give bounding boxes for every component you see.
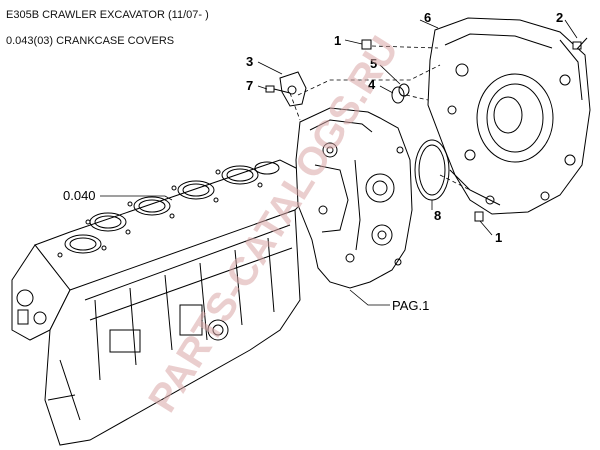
deck-bolt-holes	[57, 169, 263, 258]
callout-6: 6	[424, 10, 431, 25]
callout-4: 4	[368, 77, 376, 92]
cylinder-bores	[64, 161, 280, 254]
diagram-title: E305B CRAWLER EXCAVATOR (11/07- )	[6, 9, 209, 21]
plug-4	[391, 86, 405, 104]
block-side-ribs	[47, 224, 293, 421]
plug-1-top	[361, 39, 372, 50]
timing-cover-drawing	[295, 107, 413, 289]
callout-2: 2	[556, 10, 563, 25]
leader-lines	[100, 19, 578, 306]
flywheel-housing-drawing	[427, 17, 591, 215]
diagram-subtitle: 0.043(03) CRANKCASE COVERS	[6, 35, 175, 47]
callout-3: 3	[246, 54, 253, 69]
bolt-2	[572, 37, 588, 50]
reference-block-0040: 0.040	[63, 188, 96, 203]
callout-7: 7	[246, 78, 253, 93]
callout-1-bottom: 1	[495, 230, 502, 245]
plug-1-bottom	[474, 211, 484, 222]
alignment-lines	[289, 45, 471, 191]
block-front-openings	[16, 289, 47, 325]
callout-5: 5	[370, 56, 377, 71]
engine-block-drawing	[11, 159, 306, 446]
seal-ring-8	[414, 139, 450, 201]
seal-5	[398, 83, 410, 97]
reference-page-1: PAG.1	[392, 298, 429, 313]
callout-1-top: 1	[334, 33, 341, 48]
gasket-3	[279, 71, 307, 107]
callout-8: 8	[434, 208, 441, 223]
